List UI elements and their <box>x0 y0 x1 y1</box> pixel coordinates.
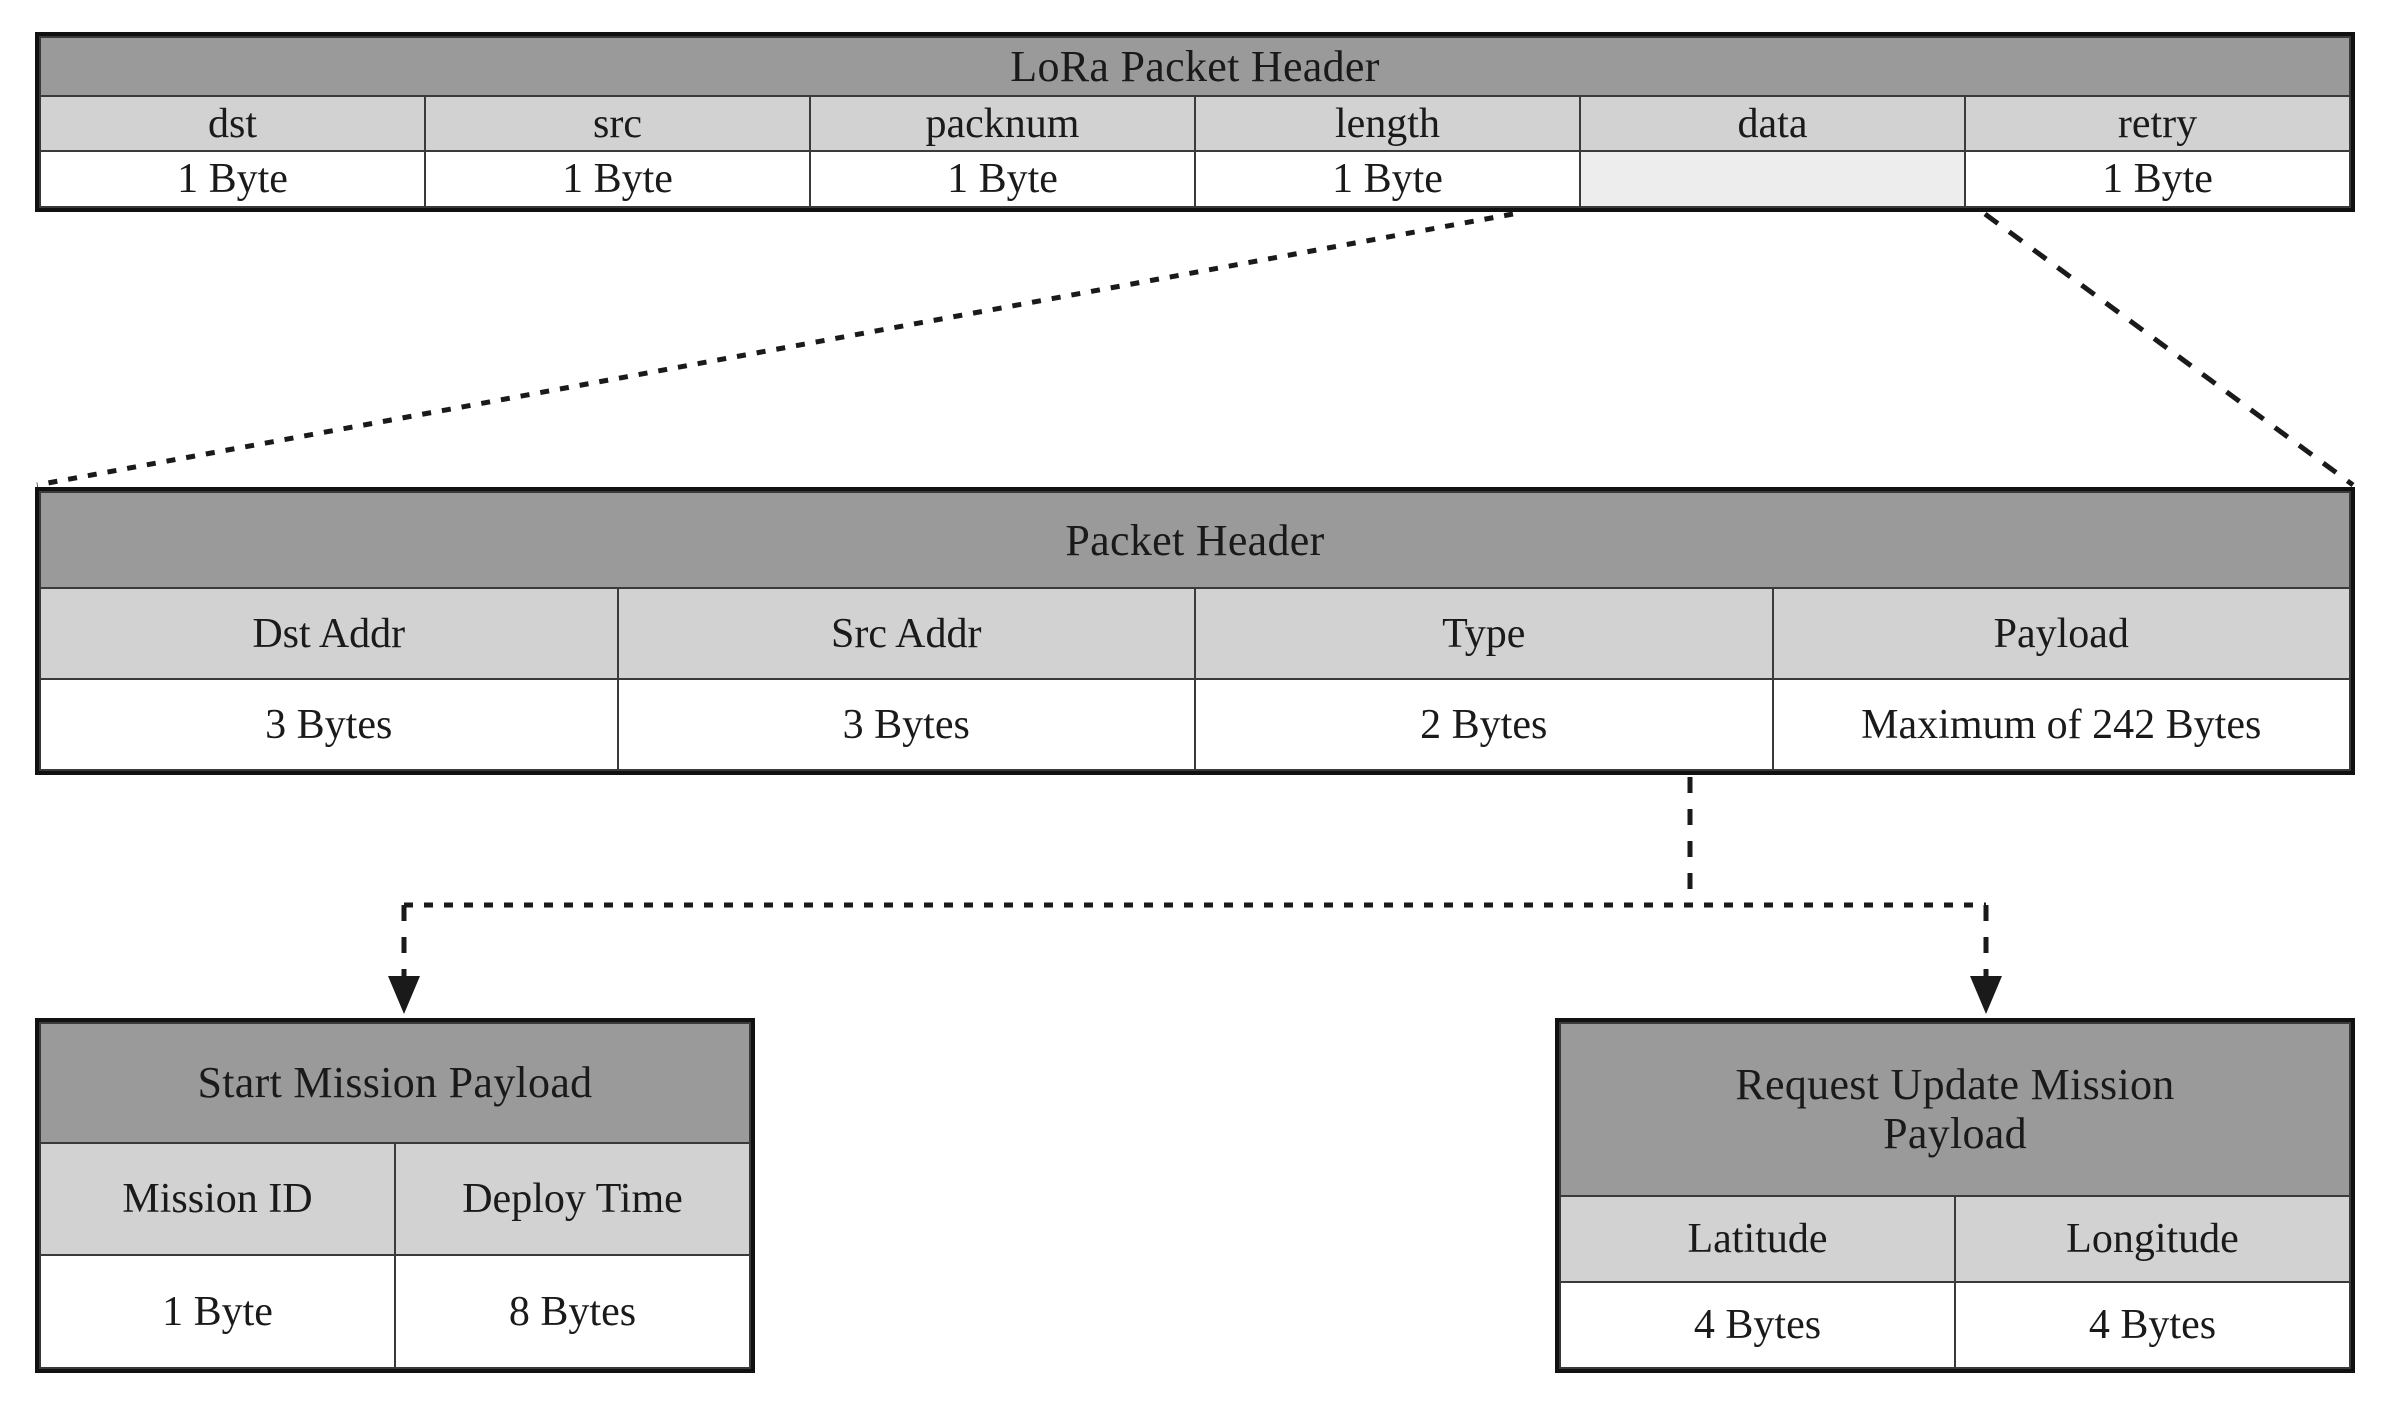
field-longitude: Longitude <box>1954 1194 2351 1283</box>
size-payload: Maximum of 242 Bytes <box>1771 678 2351 771</box>
size-length: 1 Byte <box>1194 150 1581 208</box>
field-deploy-time: Deploy Time <box>394 1141 751 1257</box>
field-mission-id: Mission ID <box>39 1141 396 1257</box>
connector-data-to-packet-header-left <box>36 211 1514 488</box>
table-field-row: Latitude Longitude <box>1559 1194 2351 1283</box>
field-latitude: Latitude <box>1559 1194 1956 1283</box>
field-dst: dst <box>39 94 426 153</box>
size-packnum: 1 Byte <box>809 150 1196 208</box>
table-lora-packet-header: LoRa Packet Header dst src packnum lengt… <box>35 32 2355 212</box>
arrowhead-request-update-mission-payload <box>1970 976 2002 1014</box>
size-dst-addr: 3 Bytes <box>39 678 619 771</box>
size-longitude: 4 Bytes <box>1954 1280 2351 1370</box>
size-src: 1 Byte <box>424 150 811 208</box>
field-length: length <box>1194 94 1581 153</box>
size-type: 2 Bytes <box>1194 678 1774 771</box>
table-size-row: 1 Byte 1 Byte 1 Byte 1 Byte 1 Byte <box>39 150 2351 208</box>
table-packet-header: Packet Header Dst Addr Src Addr Type Pay… <box>35 487 2355 775</box>
table-title-row: Packet Header <box>39 490 2351 590</box>
table-size-row: 3 Bytes 3 Bytes 2 Bytes Maximum of 242 B… <box>39 678 2351 771</box>
field-data: data <box>1579 94 1966 153</box>
size-retry: 1 Byte <box>1964 150 2351 208</box>
field-retry: retry <box>1964 94 2351 153</box>
field-dst-addr: Dst Addr <box>39 587 619 681</box>
packet-header-title: Packet Header <box>39 490 2351 590</box>
field-src-addr: Src Addr <box>616 587 1196 681</box>
table-field-row: Mission ID Deploy Time <box>39 1141 751 1257</box>
table-title-row: Start Mission Payload <box>39 1022 751 1144</box>
request-update-mission-payload-title: Request Update Mission Payload <box>1559 1022 2351 1197</box>
table-field-row: Dst Addr Src Addr Type Payload <box>39 587 2351 681</box>
field-type: Type <box>1194 587 1774 681</box>
arrowhead-start-mission-payload <box>388 976 420 1014</box>
size-src-addr: 3 Bytes <box>616 678 1196 771</box>
lora-packet-header-title: LoRa Packet Header <box>39 36 2351 97</box>
field-packnum: packnum <box>809 94 1196 153</box>
table-title-row: LoRa Packet Header <box>39 36 2351 97</box>
table-size-row: 1 Byte 8 Bytes <box>39 1254 751 1369</box>
size-deploy-time: 8 Bytes <box>394 1254 751 1369</box>
title-line-1: Request Update Mission <box>1735 1060 2175 1110</box>
title-line-2: Payload <box>1883 1109 2027 1159</box>
size-mission-id: 1 Byte <box>39 1254 396 1369</box>
field-src: src <box>424 94 811 153</box>
table-request-update-mission-payload: Request Update Mission Payload Latitude … <box>1555 1018 2355 1373</box>
table-start-mission-payload: Start Mission Payload Mission ID Deploy … <box>35 1018 755 1373</box>
field-payload: Payload <box>1771 587 2351 681</box>
table-size-row: 4 Bytes 4 Bytes <box>1559 1280 2351 1370</box>
table-field-row: dst src packnum length data retry <box>39 94 2351 153</box>
connector-data-to-packet-header-right <box>1983 211 2355 488</box>
size-latitude: 4 Bytes <box>1559 1280 1956 1370</box>
size-dst: 1 Byte <box>39 150 426 208</box>
table-title-row: Request Update Mission Payload <box>1559 1022 2351 1197</box>
size-data-empty <box>1579 150 1966 208</box>
start-mission-payload-title: Start Mission Payload <box>39 1022 751 1144</box>
